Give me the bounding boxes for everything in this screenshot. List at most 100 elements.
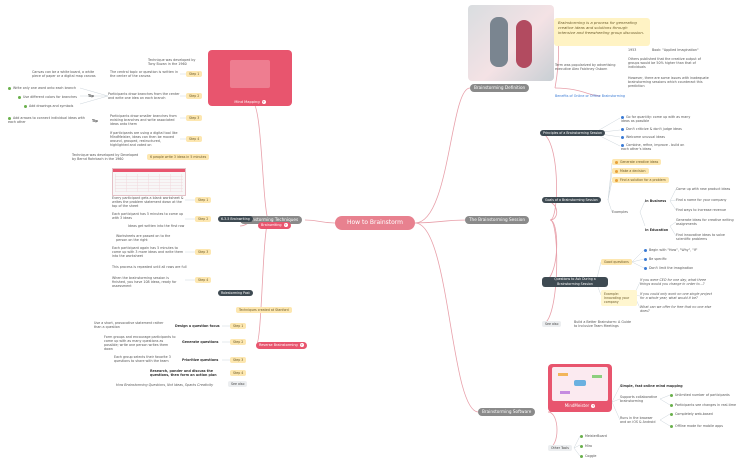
rolestorming-node[interactable]: Rolestorming Post (218, 290, 253, 296)
book-title: Book: "Applied Imagination" (652, 48, 699, 52)
mindmap-step-1-text: The central topic or question is written… (110, 70, 179, 78)
year-1953: 1953 (628, 48, 637, 52)
software-feature-simple: Simple, fast online mind mapping (620, 384, 683, 388)
example-question-3: What can we offer for free that no one e… (640, 305, 712, 313)
mind-mapping-card[interactable]: Mind Mapping+ (208, 50, 292, 106)
635-step-2-pass: Worksheets are passed on to the person o… (116, 234, 171, 242)
635-step-1: Step 1 (195, 197, 212, 203)
add-icon: + (299, 343, 304, 347)
check-icon (670, 424, 673, 428)
goal-solution: Find a solution for a problem (612, 177, 669, 183)
question-tip-specific: Be specific (644, 257, 667, 261)
branch-techniques[interactable]: Brainstorming Techniques (240, 216, 303, 224)
person-figure-icon (490, 17, 508, 67)
mindmeister-card[interactable]: MindMeister+ (548, 364, 612, 412)
map-node-icon (560, 391, 570, 394)
good-questions-node: Good questions (601, 259, 632, 265)
business-example-3: Find ways to increase revenue (676, 208, 727, 212)
platform-offline: Offline mode for mobile apps (670, 424, 723, 428)
check-icon (670, 393, 673, 397)
qs-step-1-title: Design a question focus (175, 324, 220, 328)
qs-step-1-text: Use a short, provocative statement rathe… (94, 321, 164, 329)
branch-software[interactable]: Brainstorming Software (478, 408, 536, 416)
worksheet-thumbnail (112, 168, 186, 196)
see-also-article[interactable]: Build a Better Brainstorm: A Guide to In… (574, 320, 632, 328)
add-icon: + (261, 100, 266, 104)
central-topic[interactable]: How to Brainstorm (335, 216, 415, 230)
mindmap-step-3: Step 3 (186, 115, 203, 121)
bullet-icon (644, 257, 647, 261)
635-step-4: Step 4 (195, 277, 212, 283)
example-questions-node: Example: Innovating your company (601, 290, 637, 306)
bullet-icon (615, 160, 618, 164)
qs-step-1: Step 1 (230, 323, 247, 329)
tip-drawings: Add drawings and symbols (24, 104, 73, 108)
stanford-origin: Techniques created at Stanford (236, 307, 292, 313)
bullet-icon (644, 266, 647, 270)
mindmap-step-2: Step 2 (186, 93, 203, 99)
issues-note: However, there are some issues with inad… (628, 76, 709, 88)
qs-step-2-text: Form groups and encourage participants t… (104, 335, 176, 351)
osborn-note: Term was popularized by advertising exec… (555, 63, 616, 71)
bullet-icon (8, 116, 11, 120)
branch-definition[interactable]: Brainstorming Definition (470, 84, 530, 92)
software-feature-collab: Supports collaborative brainstorming (620, 395, 658, 403)
tip-label: Tip (88, 94, 94, 98)
brainwriting-node[interactable]: Brainwriting+ (258, 222, 291, 229)
brainwriting-635-node[interactable]: 6-3-5 Brainwriting (218, 216, 253, 222)
definition-photo (468, 5, 554, 81)
bullet-icon (18, 95, 21, 99)
tool-miro[interactable]: Miro (580, 444, 592, 448)
example-question-2: If you could only work on one single pro… (640, 292, 712, 300)
mindmap-step-3-text: Participants draw smaller branches from … (110, 114, 177, 126)
qs-related-article[interactable]: How Brainstorming Questions, Not Ideas, … (116, 383, 214, 387)
bullet-icon (8, 86, 11, 90)
bullet-icon (580, 454, 583, 458)
qs-step-2: Step 2 (230, 339, 247, 345)
qs-see-also[interactable]: See also (228, 381, 248, 387)
bullet-icon (621, 115, 624, 119)
principles-node[interactable]: Principles of a Brainstorming Session (540, 130, 605, 136)
software-feature-platforms: Runs in the browser and on iOS & Android (620, 416, 656, 424)
add-icon: + (283, 223, 288, 227)
goals-node[interactable]: Goals of a Brainstorming Session (542, 197, 601, 203)
reverse-brainstorming-node[interactable]: Reverse Brainstorming+ (256, 342, 307, 349)
qs-step-2-title: Generate questions (182, 340, 219, 344)
examples-label: Examples (612, 210, 629, 214)
bullet-icon (615, 178, 618, 182)
principle-no-judge: Don't criticize & don't judge ideas (621, 127, 682, 131)
buzan-note: Technique was developed by Tony Buzan in… (148, 58, 196, 66)
map-node-icon (574, 380, 586, 386)
questions-node[interactable]: Questions to Ask During a Brainstorming … (542, 277, 608, 287)
benefits-link[interactable]: Benefits of Online or Offline Brainstorm… (555, 94, 626, 98)
mindmap-step-4: Step 4 (186, 136, 203, 142)
collab-realtime: Participants see changes in real-time (670, 403, 736, 407)
principle-quantity: Go for quantity: come up with as many id… (621, 115, 691, 123)
635-step-4-text: When the brainstorming session is finish… (112, 276, 177, 288)
635-step-3-text: Each participant again has 5 minutes to … (112, 246, 184, 258)
worksheet-header (113, 169, 185, 172)
tool-coggle[interactable]: Coggle (580, 454, 596, 458)
635-step-2: Step 2 (195, 216, 212, 222)
goal-decision: Make a decision (612, 168, 649, 174)
branch-session[interactable]: The Brainstorming Session (465, 216, 529, 224)
in-business-label: In Business (645, 199, 667, 203)
other-tools-node[interactable]: Other Tools (548, 445, 572, 451)
map-node-icon (592, 375, 602, 378)
worksheet-grid (115, 174, 183, 192)
map-node-icon (558, 373, 568, 376)
bullet-icon (580, 444, 583, 448)
tip-colors: Use different colors for branches (18, 95, 77, 99)
mindmeister-screenshot (552, 367, 608, 401)
platform-web: Completely web-based (670, 412, 713, 416)
rohrbach-note: Technique was developed by Developed by … (72, 153, 139, 161)
635-step-3-repeat: This process is repeated until all rows … (112, 265, 187, 269)
in-education-label: In Education (645, 228, 669, 232)
education-example-2: Find innovative ideas to solve scientifi… (676, 233, 725, 241)
check-icon (670, 403, 673, 407)
mindmap-step-1: Step 1 (186, 71, 203, 77)
tool-meisterboard[interactable]: MeisterBoard (580, 434, 607, 438)
business-example-2: Find a name for your company (676, 198, 727, 202)
bullet-icon (615, 169, 618, 173)
see-also-session[interactable]: See also (542, 321, 562, 327)
